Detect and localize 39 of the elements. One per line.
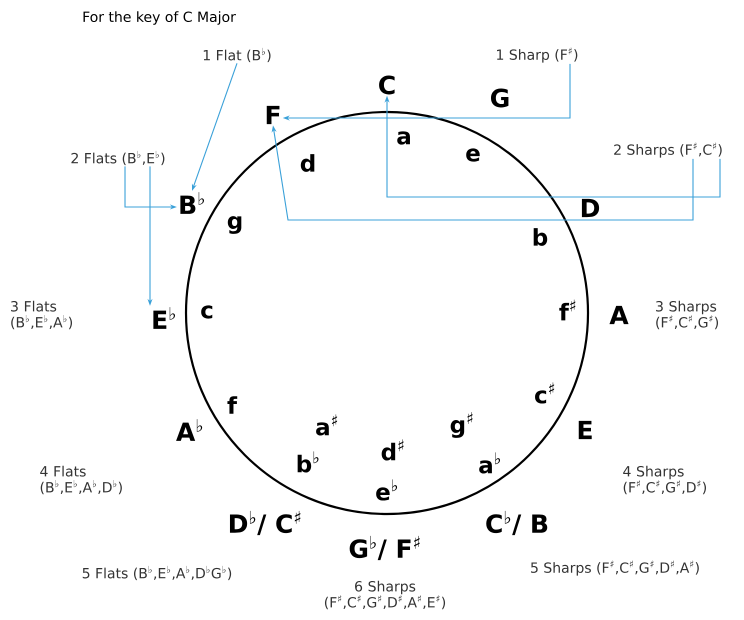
key-signature-note: 1 Flat (B$^{♭}$) (204, 48, 271, 62)
minor-key-label: e (466, 148, 480, 162)
minor-key-label: a$^{♭}$ (479, 452, 500, 474)
minor-key-label: a$^{♯}$ (316, 414, 338, 436)
major-key-label: B$^{♭}$ (180, 192, 204, 214)
minor-key-label: g (228, 216, 242, 234)
minor-key-label: f (227, 396, 238, 414)
minor-key-label: c (201, 305, 212, 319)
key-signature-note: 6 Sharps (F$^{♯}$,C$^{♯}$,G$^{♯}$,D$^{♯}$,A$^{♯}$,E$^{♯}$) (324, 580, 446, 610)
title: For the key of C Major (84, 11, 236, 25)
major-key-label: G$^{♭}$/ F$^{♯}$ (350, 536, 420, 560)
major-key-label: E (578, 420, 592, 440)
key-signature-note: 5 Sharps (F$^{♯}$,C$^{♯}$,G$^{♯}$,D$^{♯}$,A$^{♯}$) (531, 560, 699, 576)
major-key-label: D (582, 198, 600, 218)
key-signature-note: 3 Sharps (F$^{♯}$,C$^{♯}$,G$^{♯}$) (656, 300, 718, 330)
key-signature-note: 2 Sharps (F$^{♯}$,C$^{♯}$) (614, 142, 722, 158)
key-signature-note: 4 Flats (B$^{♭}$,E$^{♭}$,A$^{♭}$,D$^{♭}$) (40, 466, 122, 494)
minor-key-label: e$^{♭}$ (376, 479, 398, 501)
minor-key-label: b (534, 228, 548, 246)
key-signature-note: 2 Flats (B$^{♭}$,E$^{♭}$) (71, 150, 164, 166)
minor-key-label: d (300, 154, 314, 172)
major-key-label: A (609, 306, 629, 324)
major-key-label: A$^{♭}$ (176, 419, 202, 441)
key-signature-note: 3 Flats (B$^{♭}$,E$^{♭}$,A$^{♭}$) (11, 300, 72, 330)
key-signature-note: 4 Sharps (F$^{♯}$,C$^{♯}$,G$^{♯}$,D$^{♯}$) (623, 466, 706, 494)
minor-key-label: f$^{♯}$ (559, 300, 576, 320)
key-signature-note: 1 Sharp (F$^{♯}$) (497, 47, 578, 63)
major-key-label: D$^{♭}$/ C$^{♯}$ (230, 510, 300, 536)
minor-key-label: g$^{♯}$ (450, 412, 473, 438)
major-key-label: G (490, 88, 508, 108)
minor-key-label: d$^{♯}$ (382, 439, 404, 461)
minor-key-label: a (397, 131, 410, 145)
minor-key-label: b$^{♭}$ (298, 451, 318, 473)
major-key-label: C$^{♭}$/ B (486, 510, 548, 536)
major-key-label: E$^{♭}$ (153, 307, 176, 329)
key-signature-note: 5 Flats (B$^{♭}$,E$^{♭}$,A$^{♭}$,D$^{♭}$G$^{♭}$) (82, 566, 232, 580)
minor-key-label: c$^{♯}$ (535, 382, 554, 404)
major-key-label: C (379, 76, 395, 94)
major-key-label: F (266, 106, 280, 124)
